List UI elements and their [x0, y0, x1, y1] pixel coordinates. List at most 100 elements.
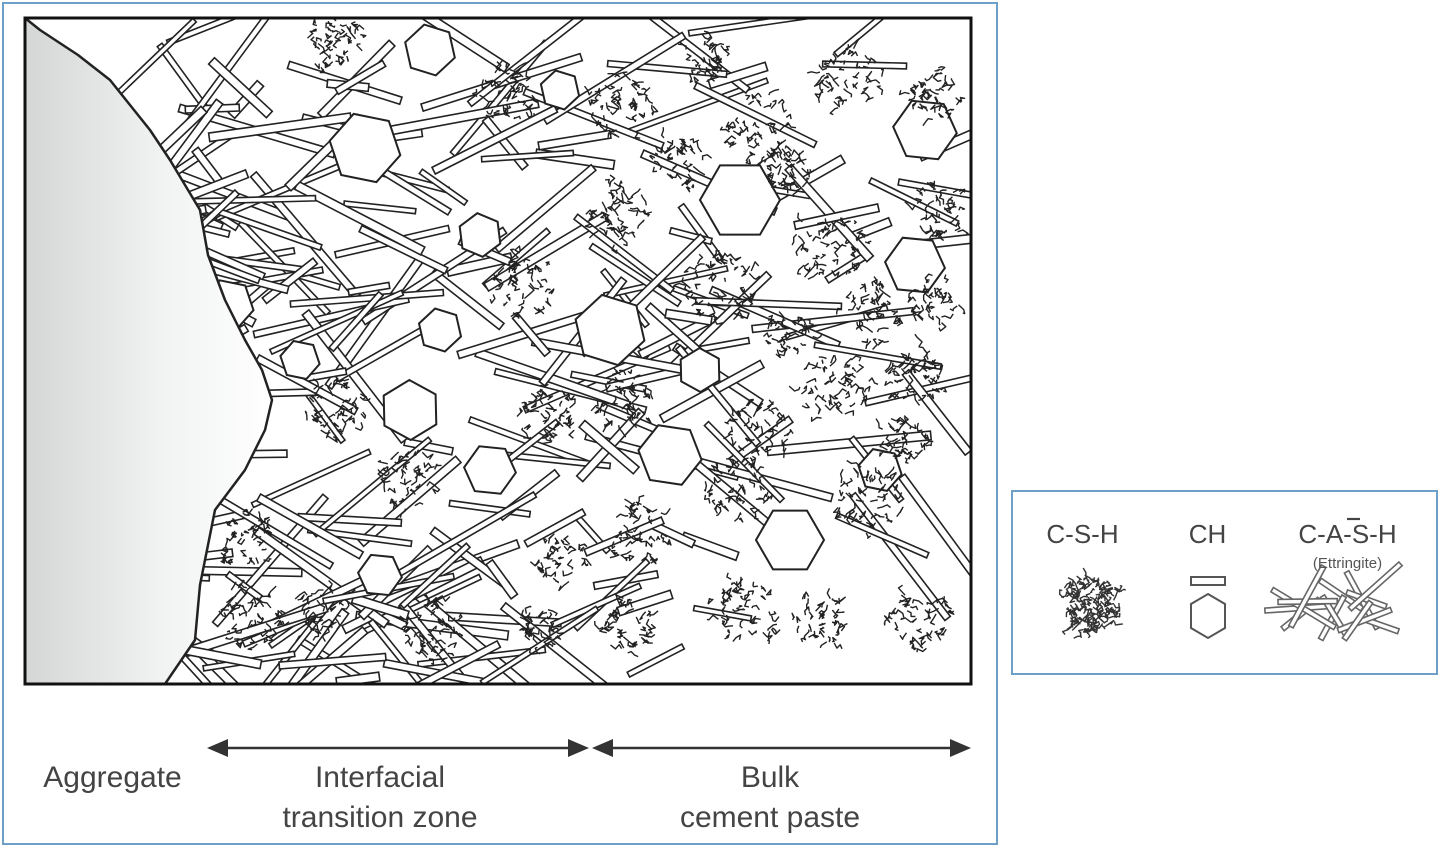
ch-crystal [404, 23, 456, 77]
csh-cluster [218, 579, 290, 651]
csh-cluster [584, 174, 652, 254]
needle [327, 290, 385, 353]
csh-cluster [590, 367, 654, 438]
needle [418, 168, 469, 207]
needle [577, 419, 641, 475]
needle [493, 163, 598, 254]
needle [254, 353, 359, 416]
legend-csh-label: C-S-H [1046, 519, 1119, 549]
ch-crystal [754, 509, 826, 571]
legend-csh-symbol [1059, 567, 1127, 639]
needle [342, 200, 417, 215]
ch-crystal [637, 424, 703, 486]
needle [707, 61, 769, 90]
needle [311, 436, 433, 538]
csh-cluster [377, 449, 442, 518]
needle [692, 81, 818, 149]
needle [261, 256, 319, 305]
csh-cluster [609, 494, 672, 565]
csh-cluster [678, 30, 730, 84]
csh-cluster [762, 311, 823, 359]
ch-crystal [883, 236, 947, 294]
csh-cluster [835, 276, 904, 350]
itz-label-line1: Interfacial [314, 761, 446, 794]
needle [664, 308, 714, 326]
csh-cluster [649, 127, 713, 193]
needle [250, 448, 372, 509]
needle [687, 18, 819, 37]
csh-cluster [706, 572, 781, 645]
needle [793, 203, 881, 231]
itz-arrow [207, 739, 589, 757]
csh-cluster [472, 60, 538, 120]
needle [1347, 560, 1404, 613]
needle [668, 226, 714, 246]
csh-cluster [884, 333, 947, 406]
ch-crystal [574, 293, 646, 367]
ch-crystal [462, 445, 518, 495]
csh-cluster [833, 459, 904, 539]
aggregate-label: Aggregate [43, 761, 182, 794]
bulk-arrow [592, 739, 971, 757]
csh-cluster [220, 508, 272, 566]
needle [480, 149, 575, 163]
csh-cluster [307, 18, 367, 74]
needle [412, 639, 502, 684]
microstructure-border [23, 16, 973, 686]
legend-frame [1011, 490, 1438, 675]
needle [1341, 599, 1374, 642]
ch-crystal [328, 112, 402, 184]
diagram-frame [2, 2, 998, 845]
csh-cluster [807, 38, 884, 116]
legend-cash-note: (Ettringite) [1312, 555, 1383, 572]
csh-cluster [703, 455, 774, 523]
ch-crystal [679, 346, 721, 394]
csh-cluster [594, 590, 659, 658]
ch-crystal [382, 378, 438, 442]
ch-crystal [539, 69, 581, 111]
needle [358, 224, 449, 275]
csh-cluster [583, 71, 659, 139]
csh-cluster [791, 588, 848, 650]
needle [347, 281, 391, 297]
needle [356, 455, 463, 548]
needle [694, 296, 843, 311]
needle [848, 491, 952, 622]
ch-crystal [698, 164, 782, 236]
needle [897, 472, 971, 579]
needle [399, 542, 472, 610]
legend-cash-label: C-A-S-H [1298, 519, 1397, 549]
csh-cluster [399, 594, 464, 666]
needle [834, 512, 930, 559]
csh-cluster [294, 580, 350, 642]
csh-cluster [304, 377, 371, 443]
csh-cluster [674, 250, 761, 325]
needle [626, 643, 686, 679]
ch-crystal [417, 307, 463, 353]
needle [278, 652, 387, 670]
needle [542, 31, 687, 126]
csh-cluster [516, 383, 576, 445]
needle [727, 415, 795, 466]
needle [255, 493, 365, 560]
needle [224, 570, 264, 602]
needle [572, 213, 676, 295]
csh-cluster [529, 533, 592, 592]
needle [537, 129, 612, 151]
needle [549, 582, 643, 629]
csh-cluster [883, 584, 955, 653]
csh-cluster [1059, 567, 1127, 639]
csh-cluster [875, 415, 934, 464]
legend-ch-symbol [1190, 576, 1226, 640]
needle [692, 604, 753, 622]
needle [583, 516, 666, 557]
needle [484, 558, 519, 601]
bulk-label-line2: cement paste [679, 801, 861, 834]
needle [333, 59, 387, 96]
needle [207, 56, 274, 119]
csh-cluster [907, 273, 966, 332]
needle [832, 18, 886, 58]
needle [901, 368, 971, 457]
csh-cluster [719, 88, 797, 167]
csh-cluster [788, 354, 879, 422]
